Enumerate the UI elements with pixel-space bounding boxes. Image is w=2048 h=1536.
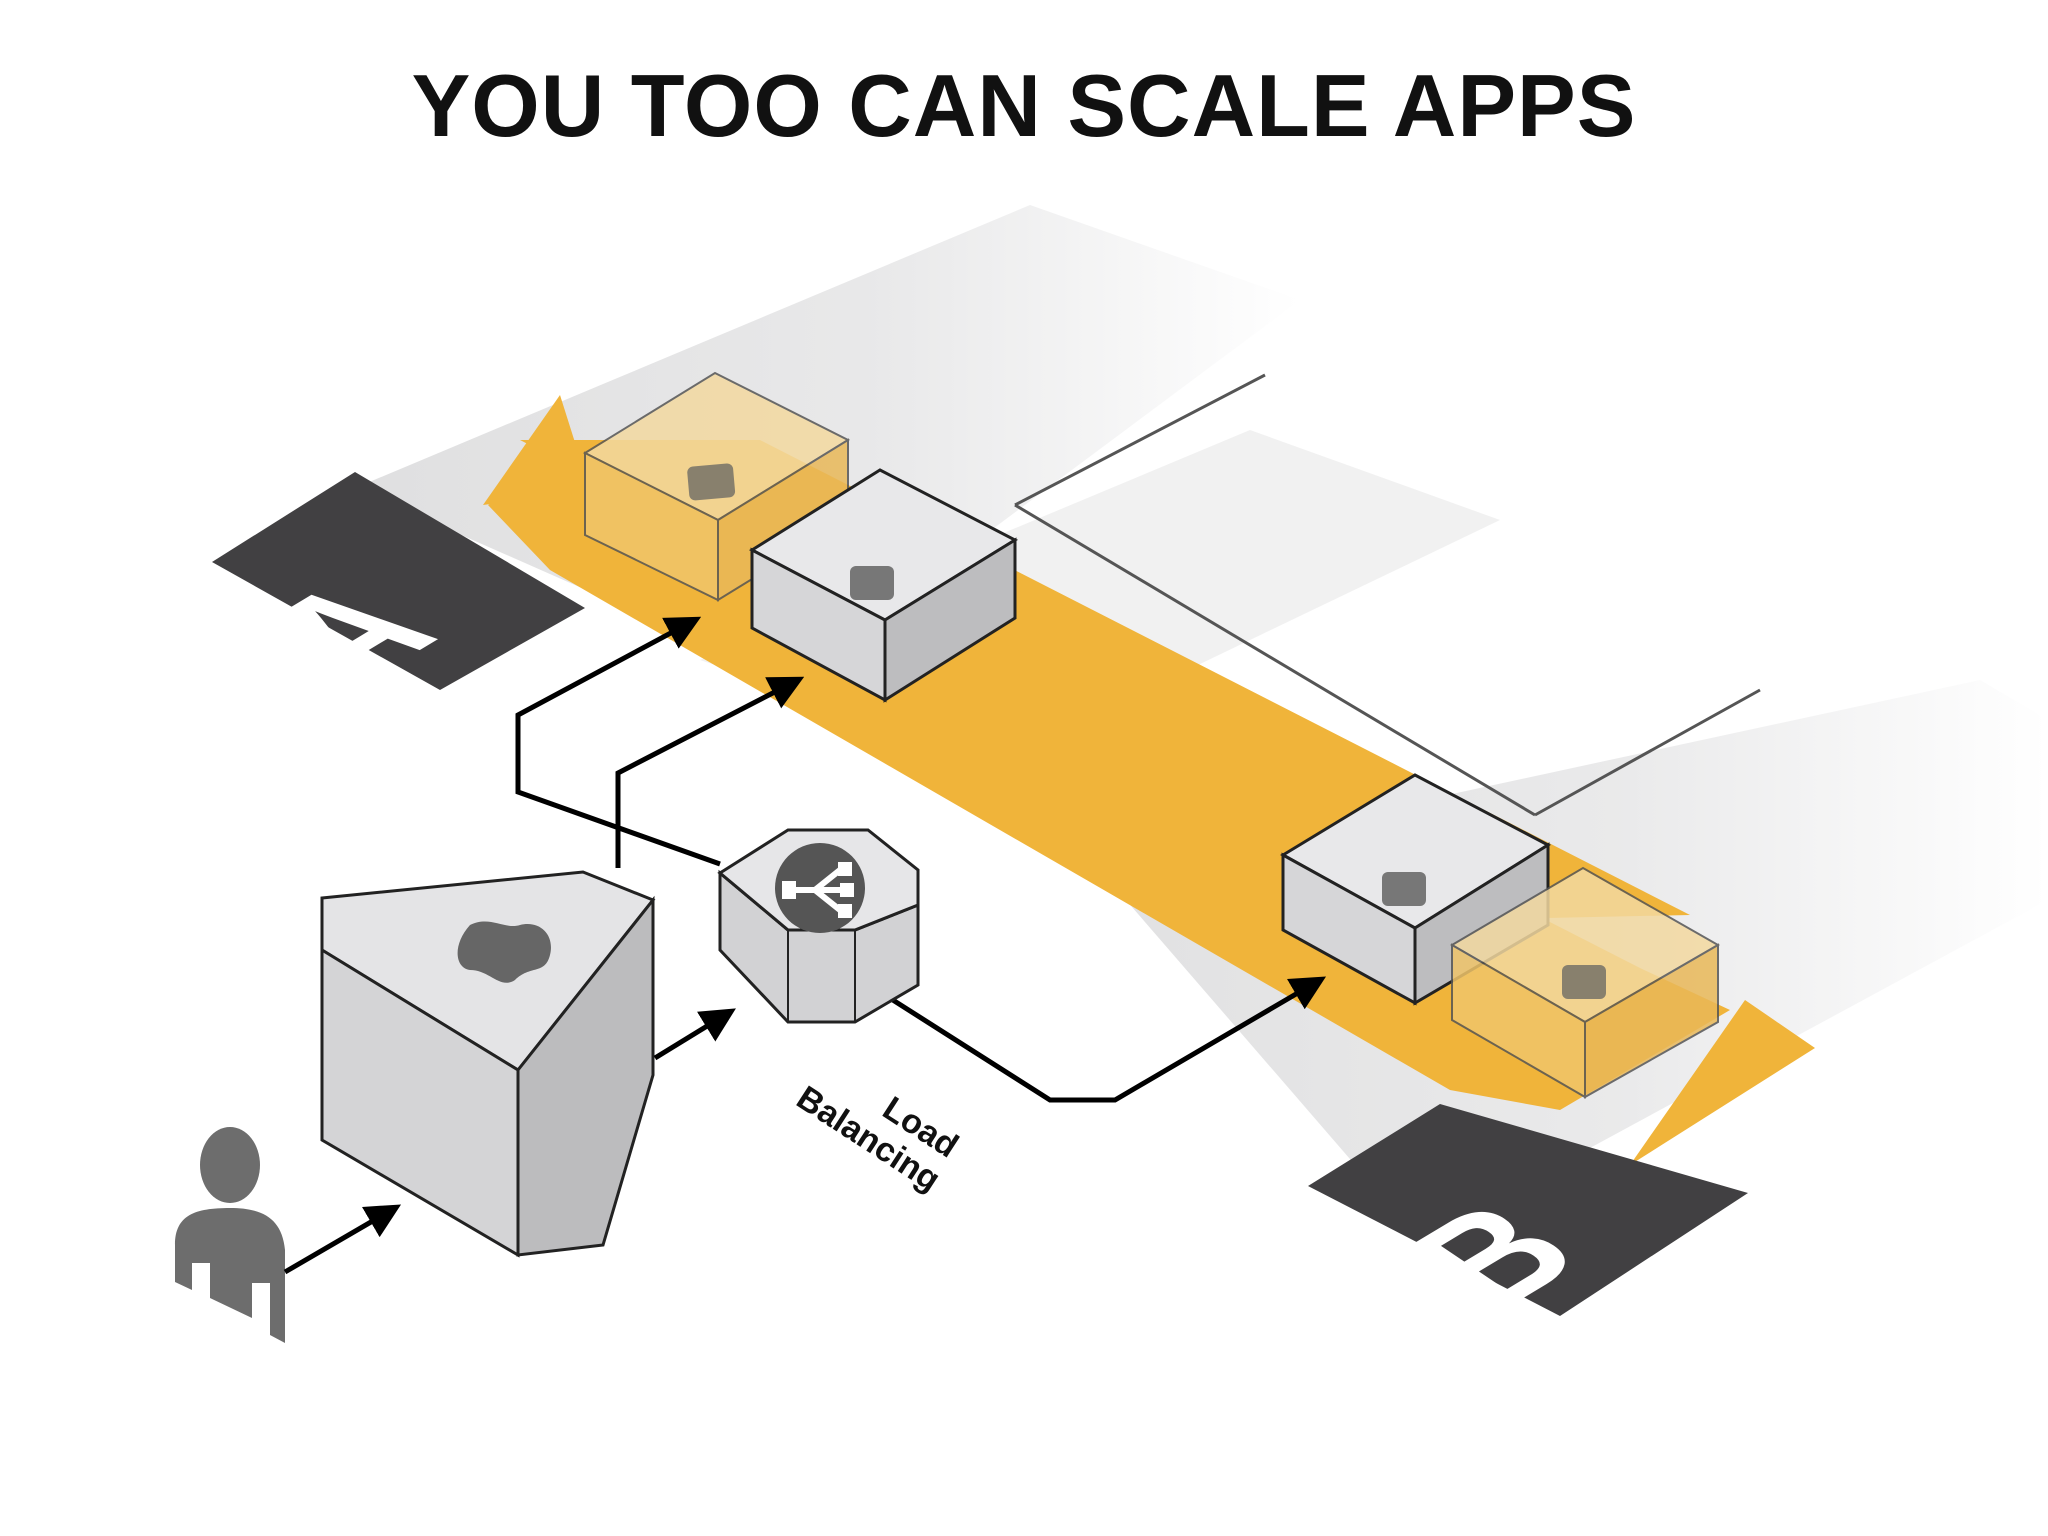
route-gateway-to-lb bbox=[653, 1008, 736, 1061]
route-to-instance-b bbox=[883, 976, 1327, 1103]
ghost-instance-b bbox=[1450, 866, 1721, 1099]
load-balancing-label: Load Balancing bbox=[790, 1079, 965, 1199]
network-line-2 bbox=[1014, 503, 1536, 817]
shield-gateway-icon bbox=[457, 921, 551, 983]
instance-a-chip-icon bbox=[850, 566, 894, 600]
slide-title: YOU TOO CAN SCALE APPS bbox=[411, 56, 1637, 155]
network-line-1 bbox=[1014, 373, 1266, 507]
instance-b bbox=[1280, 773, 1552, 1006]
user-icon bbox=[175, 1127, 285, 1343]
gateway-block bbox=[320, 870, 656, 1258]
instance-a bbox=[748, 468, 1019, 703]
load-balancer-icon bbox=[775, 843, 865, 933]
route-user-to-gateway bbox=[283, 1204, 402, 1275]
route-to-instance-a bbox=[615, 676, 805, 868]
load-balancer bbox=[717, 828, 920, 1024]
instance-b-chip-icon bbox=[1382, 872, 1426, 906]
network-line-3 bbox=[1534, 688, 1761, 817]
